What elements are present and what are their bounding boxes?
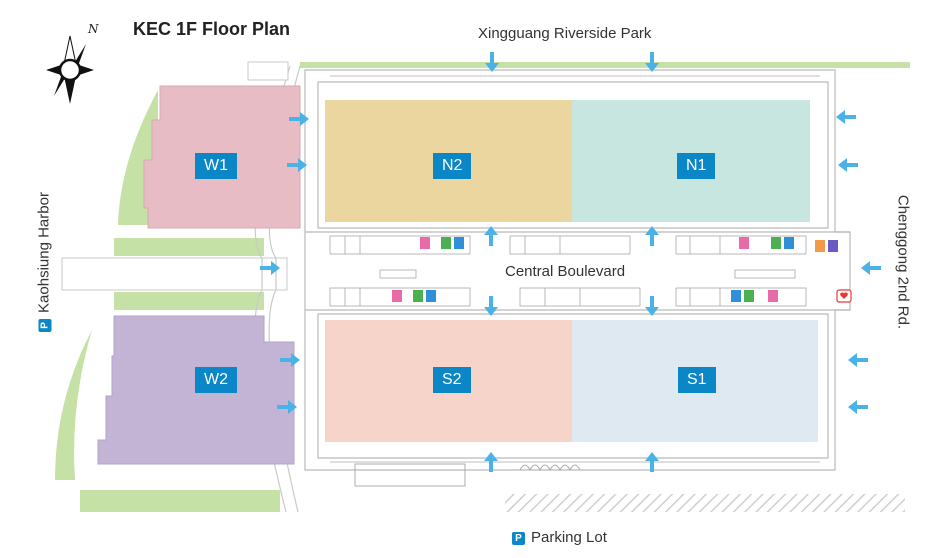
nursing-room-icon: [815, 240, 825, 252]
compass-icon: [46, 35, 94, 104]
parking-icon: P: [512, 532, 525, 545]
hall-w2-badge[interactable]: W2: [195, 367, 237, 393]
accessible-icon: [771, 237, 781, 249]
entrance-arrow-icon: [861, 261, 881, 275]
restroom-icon: [784, 237, 794, 249]
entrance-arrow-icon: [484, 296, 498, 316]
parking-lot-text: Parking Lot: [531, 529, 607, 546]
hall-n1-badge[interactable]: N1: [677, 153, 716, 179]
hall-w1-badge[interactable]: W1: [195, 153, 237, 179]
entrance-arrow-icon: [484, 226, 498, 246]
green-space-north-edge: [300, 62, 910, 68]
nursing-room-icon: [828, 240, 838, 252]
restroom-icon: [426, 290, 436, 302]
green-space-strip-3: [80, 490, 280, 512]
accessible-icon: [413, 290, 423, 302]
green-space-west-lower: [55, 330, 92, 480]
hall-s2-badge[interactable]: S2: [433, 367, 471, 393]
label-west-harbor: P Kaohsiung Harbor: [36, 192, 53, 332]
west-walkway: [61, 257, 288, 291]
restroom-icon: [454, 237, 464, 249]
restroom-icon: [420, 237, 430, 249]
restroom-icon: [739, 237, 749, 249]
entrance-arrow-icon: [645, 226, 659, 246]
parking-lot-area: [505, 494, 905, 512]
building-detail-lines: [330, 75, 820, 463]
label-central-boulevard: Central Boulevard: [505, 263, 626, 280]
accessible-icon: [441, 237, 451, 249]
restroom-icon: [731, 290, 741, 302]
label-east-road: Chenggong 2nd Rd.: [894, 194, 912, 330]
harbor-text: Kaohsiung Harbor: [35, 192, 53, 313]
loading-dock: [354, 463, 466, 487]
label-parking-lot: P Parking Lot: [512, 529, 607, 546]
map-title: KEC 1F Floor Plan: [133, 19, 291, 39]
canopy-detail: [519, 464, 581, 472]
entrance-arrow-icon: [848, 400, 868, 414]
main-building: [304, 69, 851, 471]
parking-icon: P: [38, 318, 52, 332]
entrance-arrow-icon: [645, 296, 659, 316]
gate-structure: [247, 61, 289, 81]
hall-n2-badge[interactable]: N2: [433, 153, 472, 179]
green-space-strip-1: [114, 238, 264, 256]
aed-heart: [840, 292, 848, 299]
entrance-arrow-icon: [838, 158, 858, 172]
accessible-icon: [744, 290, 754, 302]
green-space-strip-2: [114, 292, 264, 310]
restroom-icons: [392, 237, 852, 303]
label-top-park: Xingguang Riverside Park: [478, 25, 652, 42]
restroom-icon: [392, 290, 402, 302]
restroom-icon: [768, 290, 778, 302]
hall-s1-badge[interactable]: S1: [678, 367, 716, 393]
entrance-arrow-icon: [848, 353, 868, 367]
entrance-arrow-icon: [836, 110, 856, 124]
north-label: N: [88, 22, 99, 36]
